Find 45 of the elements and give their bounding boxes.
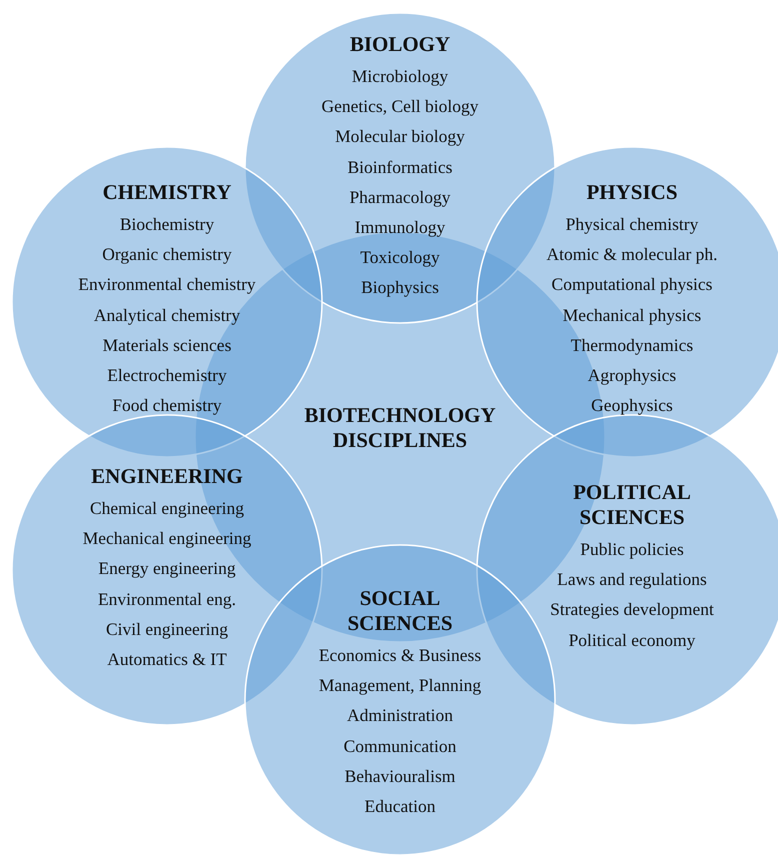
discipline-item: Administration [347, 704, 453, 728]
discipline-item: Molecular biology [335, 125, 465, 148]
discipline-item: Mechanical engineering [82, 527, 252, 550]
discipline-item: Behaviouralism [344, 764, 456, 788]
discipline-item: Mechanical physics [562, 304, 702, 327]
discipline-item: Pharmacology [349, 186, 451, 209]
discipline-item: Agrophysics [588, 364, 676, 388]
discipline-item: Materials sciences [102, 334, 232, 357]
discipline-heading: POLITICAL SCIENCES [572, 480, 692, 530]
discipline-item: Communication [344, 734, 456, 758]
discipline-item: Atomic & molecular ph. [546, 243, 718, 266]
discipline-heading: SOCIAL SCIENCES [346, 586, 454, 636]
discipline-item: Environmental chemistry [78, 273, 256, 296]
discipline-item: Analytical chemistry [94, 304, 240, 327]
discipline-item: Economics & Business [318, 644, 482, 667]
discipline-item: Bioinformatics [348, 156, 452, 179]
discipline-heading: ENGINEERING [91, 464, 243, 489]
discipline-item: Biochemistry [120, 213, 214, 236]
discipline-item: Thermodynamics [570, 334, 694, 357]
discipline-item: Education [364, 795, 436, 818]
discipline-item: Public policies [580, 538, 684, 561]
discipline-item: Strategies development [550, 598, 714, 622]
discipline-heading: BIOLOGY [350, 32, 450, 57]
discipline-item: Political economy [568, 628, 696, 652]
discipline-item: Organic chemistry [102, 243, 232, 266]
discipline-item: Automatics & IT [107, 648, 227, 672]
discipline-item: Chemical engineering [90, 497, 244, 520]
discipline-item: Genetics, Cell biology [322, 95, 478, 118]
discipline-item: Food chemistry [112, 394, 222, 418]
discipline-item: Environmental eng. [98, 588, 236, 611]
discipline-item: Physical chemistry [566, 213, 698, 236]
discipline-heading: CHEMISTRY [102, 180, 232, 205]
discipline-heading: BIOTECHNOLOGY DISCIPLINES [303, 403, 497, 453]
discipline-item: Microbiology [352, 65, 448, 88]
discipline-item: Immunology [354, 216, 446, 240]
discipline-item: Electrochemistry [107, 364, 227, 388]
discipline-item: Computational physics [552, 273, 712, 296]
discipline-item: Toxicology [360, 246, 440, 270]
discipline-item: Biophysics [361, 276, 439, 300]
discipline-item: Geophysics [591, 394, 673, 418]
discipline-item: Energy engineering [98, 557, 236, 580]
discipline-item: Management, Planning [318, 674, 482, 698]
discipline-item: Civil engineering [106, 618, 228, 641]
discipline-heading: PHYSICS [586, 180, 678, 205]
discipline-item: Laws and regulations [557, 568, 707, 592]
